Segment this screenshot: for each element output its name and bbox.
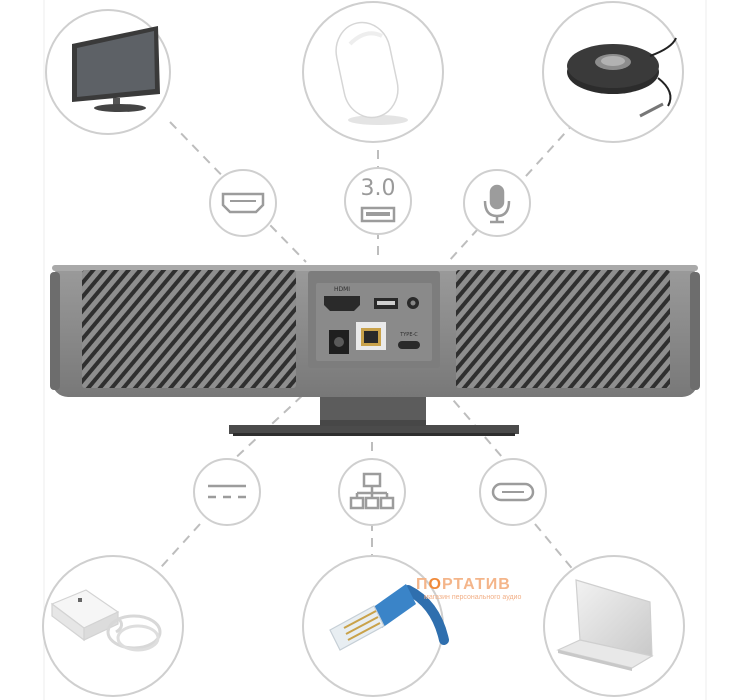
right-speaker-grill (456, 270, 670, 388)
mouse-device-circle (302, 1, 444, 143)
lan-port-icon-circle (338, 458, 406, 526)
monitor-icon (72, 26, 160, 112)
laptop-device-circle (543, 555, 685, 697)
watermark-logo: ПОРТАТИВ (416, 576, 511, 594)
rear-usb-c-port (398, 341, 420, 349)
hdmi-icon (221, 192, 265, 214)
usb-c-port-icon-circle (479, 458, 547, 526)
panel-hdmi-label: HDMI (333, 286, 351, 293)
network-icon (349, 472, 395, 510)
monitor-device-circle (45, 9, 171, 135)
ethernet-cable-device-circle (302, 555, 449, 697)
mouse-icon (335, 21, 408, 125)
usb-c-icon (491, 482, 535, 502)
usb-icon (360, 206, 396, 223)
ethernet-cable-icon (329, 584, 449, 651)
usb-version-label: 3.0 (360, 176, 396, 201)
watermark-tagline: магазин персонального аудио (424, 594, 522, 601)
panel-usb-c-label: TYPE-C (400, 332, 418, 338)
rear-hdmi-port (324, 296, 360, 311)
watermark-rest: РТАТИВ (441, 576, 511, 593)
laptop-icon (556, 579, 654, 671)
video-bar-device (50, 265, 700, 436)
speakerphone-device-circle (542, 1, 684, 143)
hdmi-port-icon-circle (209, 169, 277, 237)
dc-power-icon (208, 484, 246, 499)
left-speaker-grill (82, 270, 296, 388)
watermark-lead: П (416, 576, 429, 593)
microphone-icon (483, 184, 511, 224)
power-adapter-device-circle (42, 555, 184, 697)
dc-power-port-icon-circle (193, 458, 261, 526)
watermark-accent-letter: О (428, 576, 442, 593)
speakerphone-icon (567, 37, 677, 118)
microphone-port-icon-circle (463, 169, 531, 237)
usb3-port-icon-circle (344, 167, 412, 235)
power-adapter-icon (50, 589, 162, 652)
